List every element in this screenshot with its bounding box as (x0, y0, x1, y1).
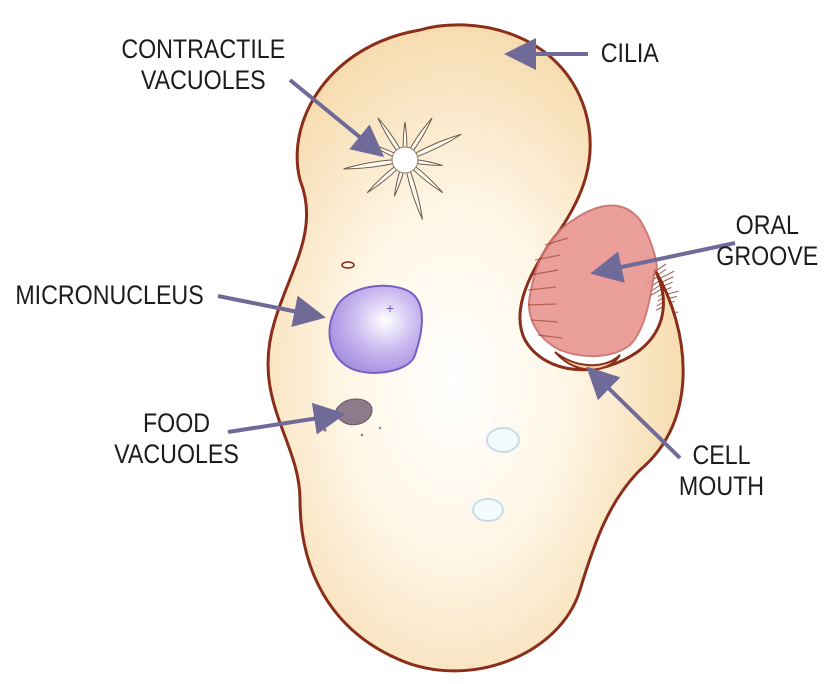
clear-vacuole-1 (487, 428, 519, 452)
label-oral-groove-line2: GROOVE (716, 241, 818, 272)
label-micronucleus: MICRONUCLEUS (15, 280, 203, 311)
label-cell-mouth: CELL MOUTH (679, 440, 764, 502)
label-micronucleus-line1: MICRONUCLEUS (15, 280, 203, 311)
label-food-vacuoles-line2: VACUOLES (114, 439, 239, 470)
label-contractile-vacuoles-line2: VACUOLES (121, 65, 285, 96)
label-contractile-vacuoles: CONTRACTILE VACUOLES (121, 34, 285, 96)
label-cell-mouth-line1: CELL (679, 440, 764, 471)
label-oral-groove: ORAL GROOVE (716, 210, 818, 272)
label-food-vacuoles: FOOD VACUOLES (114, 408, 239, 470)
label-contractile-vacuoles-line1: CONTRACTILE (121, 34, 285, 65)
nucleus-mark: + (386, 300, 394, 316)
label-oral-groove-line1: ORAL (716, 210, 818, 241)
vacuole-center (392, 147, 418, 173)
clear-vacuole-2 (473, 499, 503, 521)
label-cell-mouth-line2: MOUTH (679, 471, 764, 502)
label-cilia-line1: CILIA (601, 38, 659, 69)
label-food-vacuoles-line1: FOOD (114, 408, 239, 439)
label-cilia: CILIA (601, 38, 659, 69)
micronucleus-shape (330, 286, 422, 373)
